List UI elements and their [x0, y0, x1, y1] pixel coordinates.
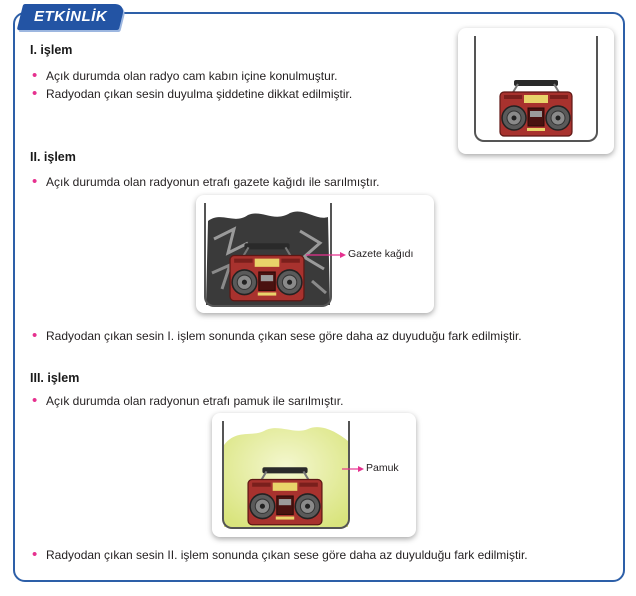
- glass-jar: [222, 421, 350, 529]
- section-2-title: II. işlem: [30, 150, 76, 164]
- figure-2-card: Gazete kağıdı: [196, 195, 434, 313]
- section-2-result: Radyodan çıkan sesin I. işlem sonunda çı…: [32, 328, 522, 343]
- arrow-icon: [306, 252, 346, 258]
- section-1-item-1: Açık durumda olan radyo cam kabın içine …: [32, 68, 337, 83]
- activity-tab: ETKİNLİK: [16, 4, 126, 30]
- section-2-item-1: Açık durumda olan radyonun etrafı gazete…: [32, 174, 380, 189]
- section-3-title: III. işlem: [30, 371, 80, 385]
- arrow-icon: [342, 466, 364, 472]
- radio-icon: [499, 80, 573, 137]
- glass-jar: [474, 36, 598, 142]
- section-3-item-1: Açık durumda olan radyonun etrafı pamuk …: [32, 393, 343, 408]
- cotton-label: Pamuk: [366, 462, 399, 474]
- radio-icon: [247, 467, 323, 526]
- section-3-result: Radyodan çıkan sesin II. işlem sonunda ç…: [32, 547, 528, 562]
- section-1-title: I. işlem: [30, 43, 73, 57]
- figure-3-card: Pamuk: [212, 413, 416, 537]
- section-1-item-2: Radyodan çıkan sesin duyulma şiddetine d…: [32, 86, 352, 101]
- activity-label: ETKİNLİK: [34, 8, 108, 25]
- newspaper-label: Gazete kağıdı: [348, 248, 414, 260]
- figure-1-card: [458, 28, 614, 154]
- radio-icon: [229, 243, 305, 302]
